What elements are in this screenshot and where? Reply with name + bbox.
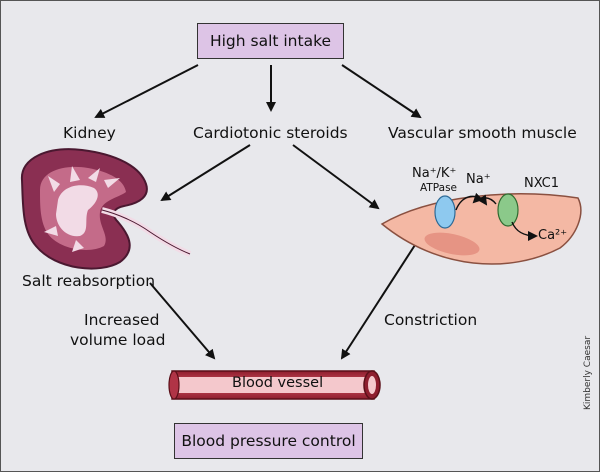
artist-credit: Kimberly Caesar [583,335,593,410]
blood-pressure-control-label: Blood pressure control [181,432,356,450]
smooth-muscle-cell [380,192,582,265]
salt-reabsorption-label: Salt reabsorption [22,272,156,290]
increased-label: Increased [84,311,160,329]
kidney-label: Kidney [63,124,116,142]
arrow-to-kidney [94,64,199,118]
cardiotonic-steroids-label: Cardiotonic steroids [193,124,348,142]
blood-vessel-label: Blood vessel [232,375,324,391]
arrow-cardiotonic-to-muscle [292,144,380,210]
na-k-atpase-pump [434,195,456,229]
nxc1-exchanger [497,193,519,227]
constriction-label: Constriction [384,311,478,329]
vascular-smooth-muscle-label: Vascular smooth muscle [388,124,577,142]
arrow-salt-to-vessel [149,282,216,360]
high-salt-intake-box: High salt intake [197,23,344,59]
nxc1-label: NXC1 [524,176,560,191]
blood-pressure-control-box: Blood pressure control [174,423,363,459]
na-label: Na⁺ [466,172,491,187]
arrows [94,64,422,360]
kidney-illustration [20,148,192,270]
ca-label: Ca²⁺ [538,228,568,243]
arrow-muscle-to-vessel [340,244,416,360]
volume-load-label: volume load [70,331,166,349]
atpase-label: ATPase [420,182,458,194]
arrow-to-vsm [341,64,422,119]
blood-vessel-illustration [168,370,381,400]
na-k-label: Na⁺/K⁺ [412,166,457,181]
high-salt-intake-label: High salt intake [209,32,332,50]
arrow-cardiotonic-to-kidney [160,144,251,202]
